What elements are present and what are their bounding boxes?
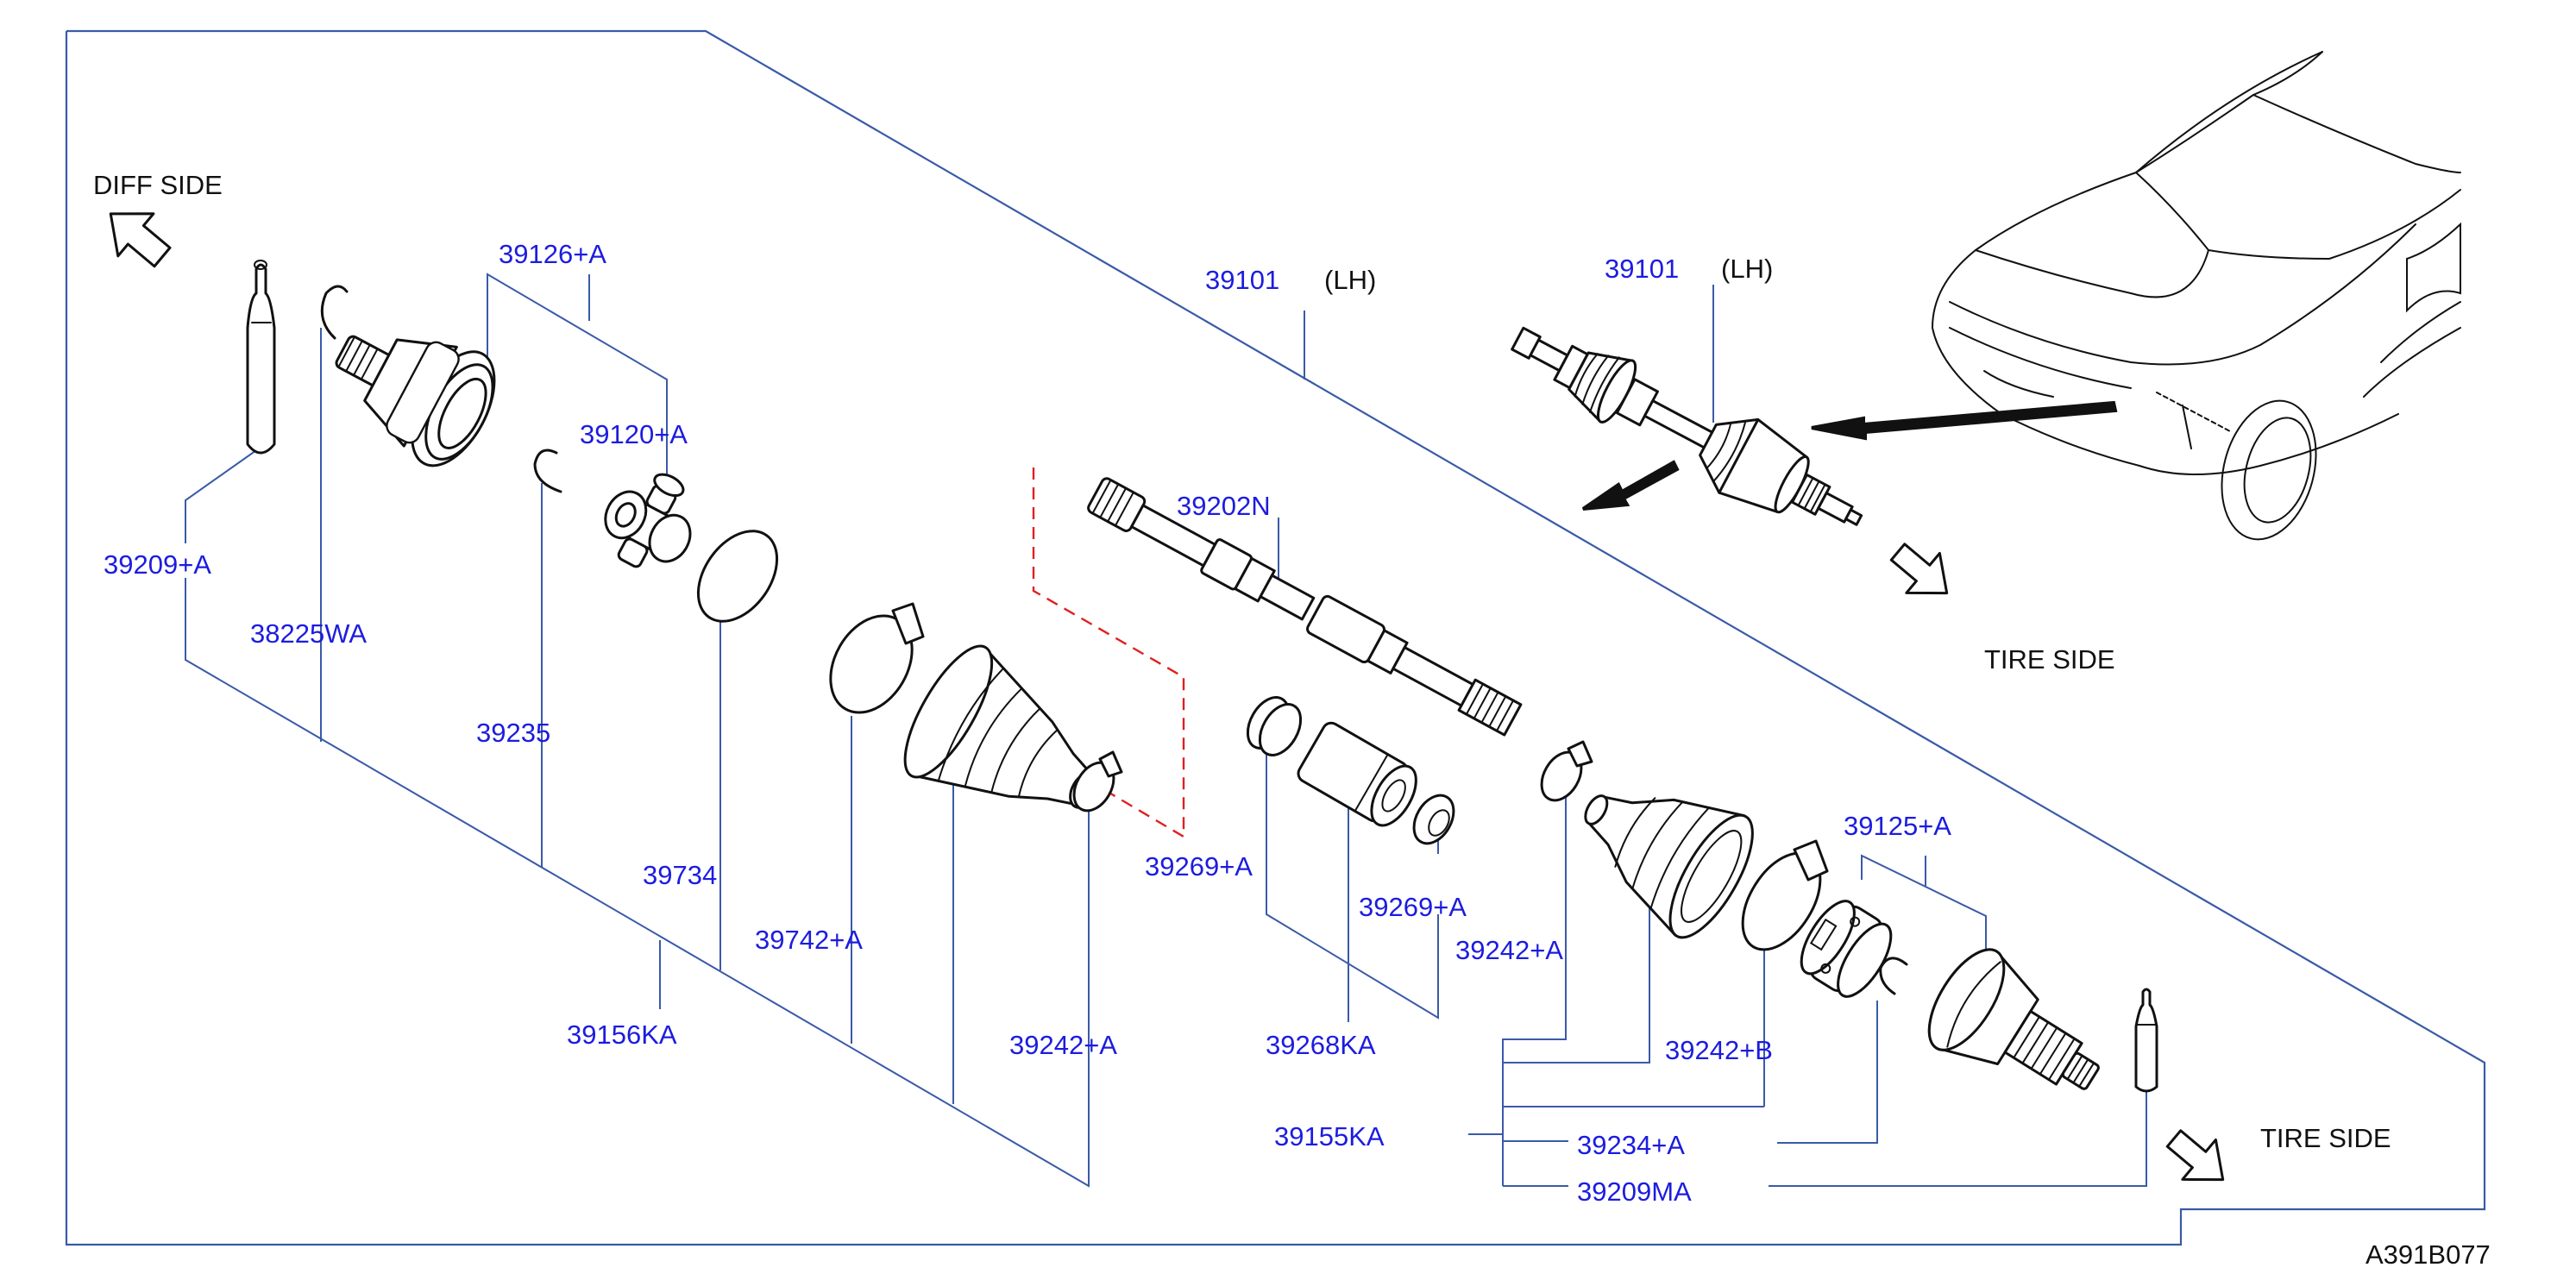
- callout-38225wa: 38225WA: [250, 618, 367, 649]
- vehicle-outline: [1931, 51, 2461, 541]
- band-clamp-mid: [1540, 740, 1593, 802]
- callout-39269-right: 39269+A: [1359, 892, 1467, 922]
- snap-ring-39234: [1879, 957, 1908, 995]
- circlip-39734: [696, 530, 779, 623]
- tire-side-label-lower: TIRE SIDE: [2260, 1123, 2391, 1153]
- callout-39125: 39125+A: [1844, 811, 1951, 841]
- bushing-right: [1412, 794, 1455, 845]
- figure-code: A391B077: [2366, 1239, 2491, 1270]
- callout-39209ma: 39209MA: [1577, 1176, 1692, 1207]
- bushing-left: [1246, 696, 1303, 756]
- tire-side-label-upper: TIRE SIDE: [1984, 644, 2115, 675]
- callout-39101-main-side: (LH): [1324, 265, 1376, 295]
- band-clamp-left: [1072, 750, 1123, 813]
- callout-39120: 39120+A: [580, 419, 688, 449]
- callout-39242-mid: 39242+A: [1455, 935, 1563, 965]
- boot-band-b: [1741, 839, 1829, 951]
- drive-shaft-bar: [1087, 477, 1523, 737]
- ball-cage: [1800, 900, 1893, 998]
- shaft-boot-link-dashed: [1032, 467, 1185, 839]
- callout-39126: 39126+A: [499, 239, 606, 269]
- tire-side-arrow-upper-icon: [1889, 543, 1949, 595]
- callout-39242-left: 39242+A: [1009, 1030, 1117, 1060]
- callout-39156ka: 39156KA: [567, 1020, 677, 1050]
- damper-sleeve: [1297, 721, 1417, 827]
- leader-lines: [185, 273, 2147, 1188]
- callout-39734: 39734: [643, 860, 717, 890]
- snap-ring-38225wa: [320, 285, 349, 340]
- callout-39202n: 39202N: [1177, 491, 1271, 521]
- boot-band-left: [829, 602, 925, 714]
- diff-side-arrow-icon: [109, 212, 172, 268]
- callout-39268ka: 39268KA: [1266, 1030, 1376, 1060]
- boot-inner: [903, 644, 1100, 809]
- inner-joint-housing: [335, 335, 496, 467]
- grease-tube-right: [2134, 988, 2158, 1093]
- snap-ring-39235: [533, 449, 562, 493]
- callout-39209-a: 39209+A: [104, 549, 211, 580]
- assembly-frame: [65, 29, 2486, 1246]
- callout-39155ka: 39155KA: [1274, 1121, 1385, 1151]
- callout-39101-main: 39101: [1205, 265, 1279, 295]
- inset-diff-arrow-icon: [1581, 460, 1680, 511]
- boot-outer: [1584, 794, 1754, 939]
- outer-joint-housing: [1927, 948, 2100, 1090]
- callout-39101-inset: 39101: [1605, 254, 1679, 284]
- spider-assembly: [604, 473, 692, 568]
- callout-39269-left: 39269+A: [1145, 851, 1253, 882]
- inset-pointer-arrow-icon: [1811, 400, 2118, 441]
- grease-tube-left: [246, 260, 276, 455]
- tire-side-arrow-lower-icon: [2165, 1129, 2225, 1182]
- callout-39234: 39234+A: [1577, 1130, 1685, 1160]
- callout-39242-b: 39242+B: [1665, 1035, 1773, 1065]
- callout-39235: 39235: [476, 718, 550, 748]
- callout-39101-inset-side: (LH): [1721, 254, 1773, 284]
- diff-side-label: DIFF SIDE: [93, 170, 223, 200]
- callout-39742: 39742+A: [755, 925, 863, 955]
- inset-shaft-assembly: [1511, 285, 2118, 595]
